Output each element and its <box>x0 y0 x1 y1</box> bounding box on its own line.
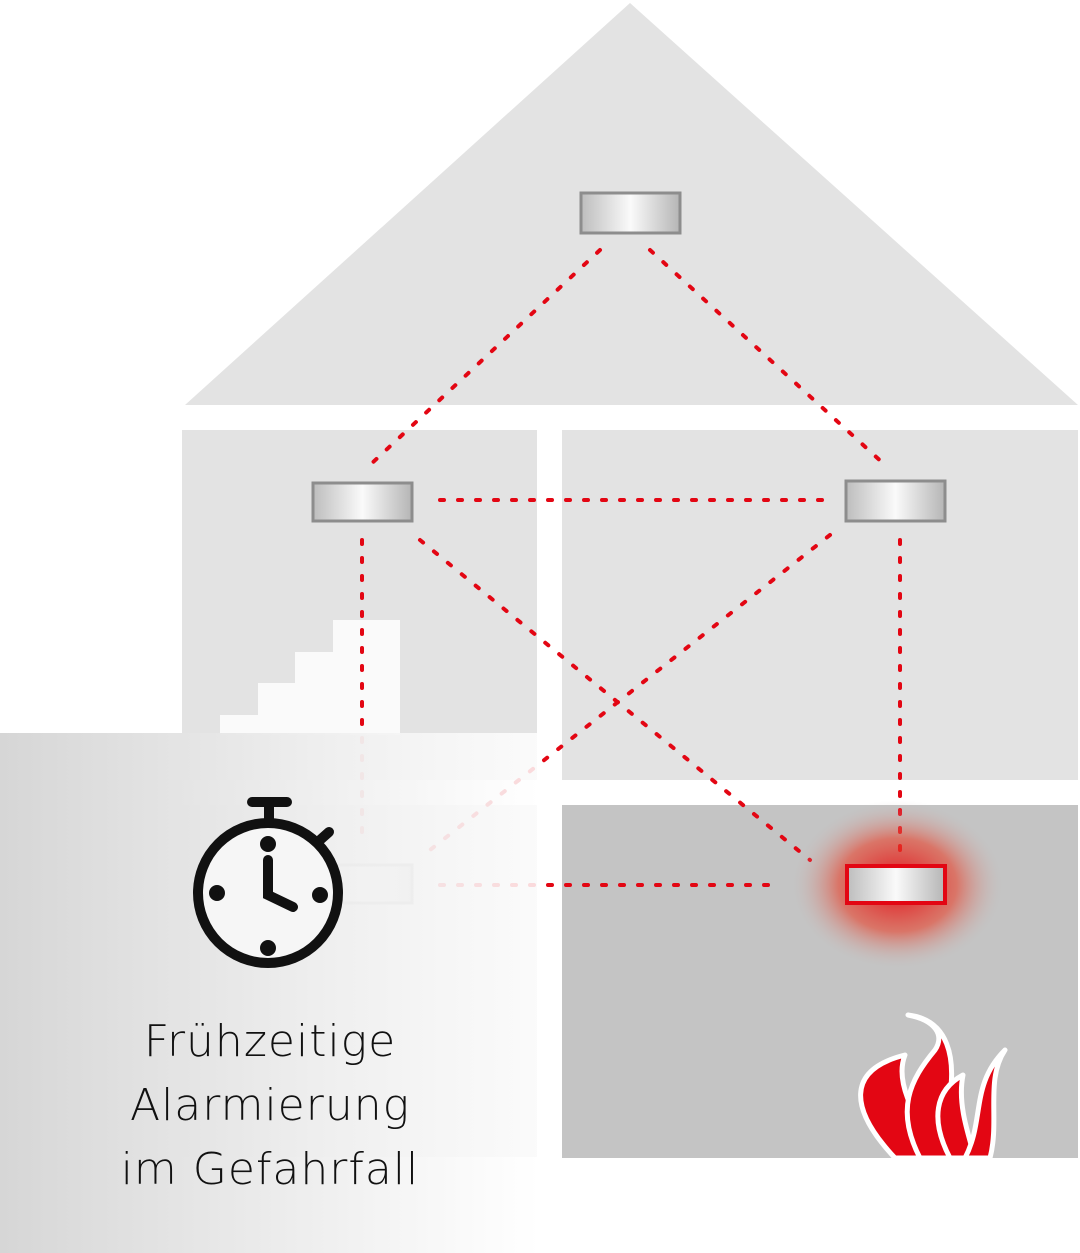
caption: Frühzeitige Alarmierung im Gefahrfall <box>60 1010 480 1202</box>
caption-line-2: Alarmierung <box>129 1080 411 1131</box>
signal-top-to-right <box>648 248 887 467</box>
smoke-detector-icon <box>311 481 414 523</box>
signal-top-to-left <box>368 248 602 467</box>
caption-line-1: Frühzeitige <box>143 1016 397 1067</box>
signal-right-to-lowerleft <box>428 533 832 852</box>
stairs <box>220 620 400 735</box>
caption-line-3: im Gefahrfall <box>120 1144 420 1195</box>
signal-left-to-alarm <box>418 538 812 862</box>
room-upper-right <box>562 430 1078 780</box>
smoke-detector-icon <box>845 864 947 905</box>
fire-icon <box>858 1012 1008 1161</box>
smoke-detector-icon <box>844 479 947 523</box>
stopwatch-icon <box>193 797 343 968</box>
smoke-detector-icon <box>579 191 682 235</box>
